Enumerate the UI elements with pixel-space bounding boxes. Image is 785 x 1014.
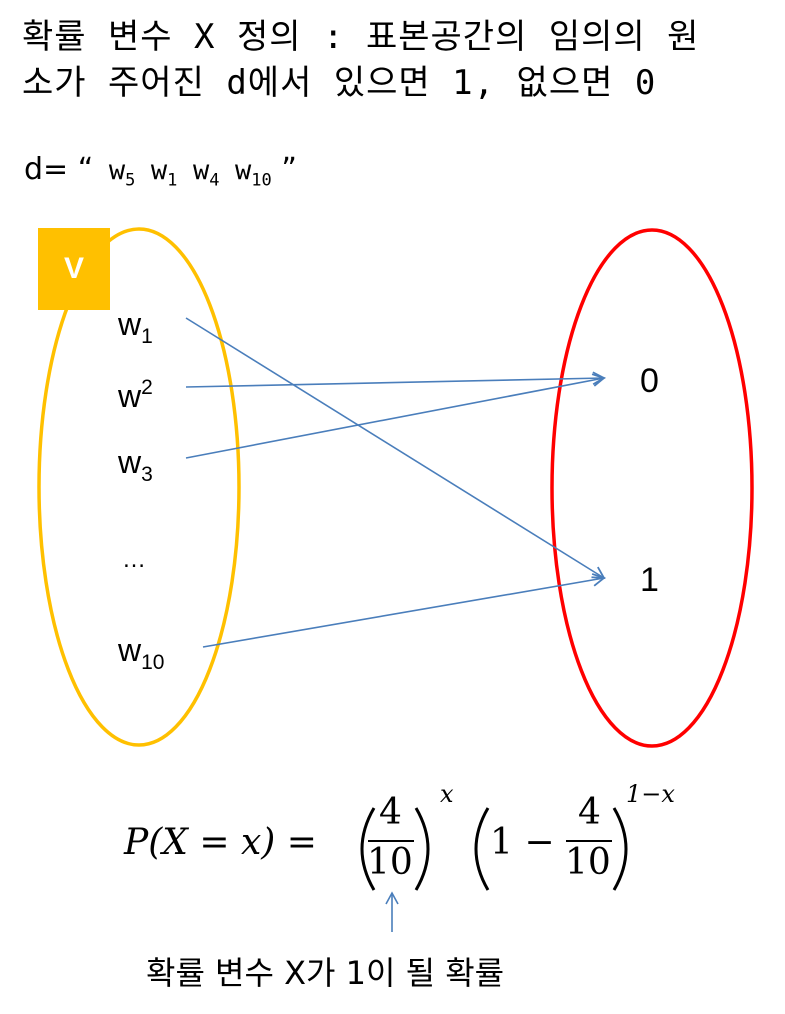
doc-prefix: d= <box>24 152 69 187</box>
formula-left-paren-2 <box>474 807 490 891</box>
formula-exponent-2: 1−x <box>626 780 675 808</box>
vocab-element-w10: w10 <box>118 632 165 674</box>
doc-word: w4 <box>192 155 220 191</box>
formula-fraction-bar-1 <box>368 840 414 842</box>
formula-fraction-bar-2 <box>566 840 612 842</box>
formula-one-minus: 1 − <box>490 822 555 863</box>
formula-numerator-2: 4 <box>578 792 601 833</box>
vocab-label: V <box>38 228 110 310</box>
formula-numerator-1: 4 <box>379 792 402 833</box>
document-definition: d= “ w5 w1 w4 w10 ” <box>24 150 297 200</box>
doc-word: w1 <box>150 155 178 191</box>
formula-lhs: P(X = x) = <box>124 822 317 863</box>
arrow-w10-to-1 <box>202 573 606 648</box>
output-ellipse <box>550 228 754 748</box>
formula-exponent-1: x <box>440 780 454 808</box>
output-value-0: 0 <box>640 362 659 400</box>
arrow-w1-to-1 <box>185 317 606 579</box>
vocab-element-w1: w1 <box>118 306 153 348</box>
vocab-ellipse <box>37 227 241 747</box>
doc-open-quote: “ <box>77 152 94 187</box>
formula-denominator-2: 10 <box>565 842 611 883</box>
arrow-w3-to-0 <box>185 373 606 459</box>
output-value-1: 1 <box>640 561 659 599</box>
doc-close-quote: ” <box>281 152 297 187</box>
vocab-element-ellipsis: … <box>122 546 146 573</box>
caption: 확률 변수 X가 1이 될 확률 <box>146 954 505 992</box>
formula-denominator-1: 10 <box>367 842 413 883</box>
title: 확률 변수 X 정의 : 표본공간의 임의의 원 소가 주어진 d에서 있으면 … <box>22 14 772 106</box>
formula-left-paren-1 <box>360 807 376 891</box>
probability-formula: P(X = x) = 4 10 x 1 − 4 10 1−x <box>118 780 718 900</box>
doc-word: w10 <box>235 155 272 191</box>
vocab-element-w3: w3 <box>118 444 153 486</box>
formula-right-paren-1 <box>414 807 430 891</box>
title-line-1: 확률 변수 X 정의 : 표본공간의 임의의 원 <box>22 17 700 57</box>
formula-right-paren-2 <box>612 807 628 891</box>
title-line-2: 소가 주어진 d에서 있으면 1, 없으면 0 <box>22 63 657 103</box>
arrow-w2-to-0 <box>185 371 606 388</box>
vocab-element-w2: w2 <box>118 376 153 414</box>
doc-word: w5 <box>108 155 136 191</box>
